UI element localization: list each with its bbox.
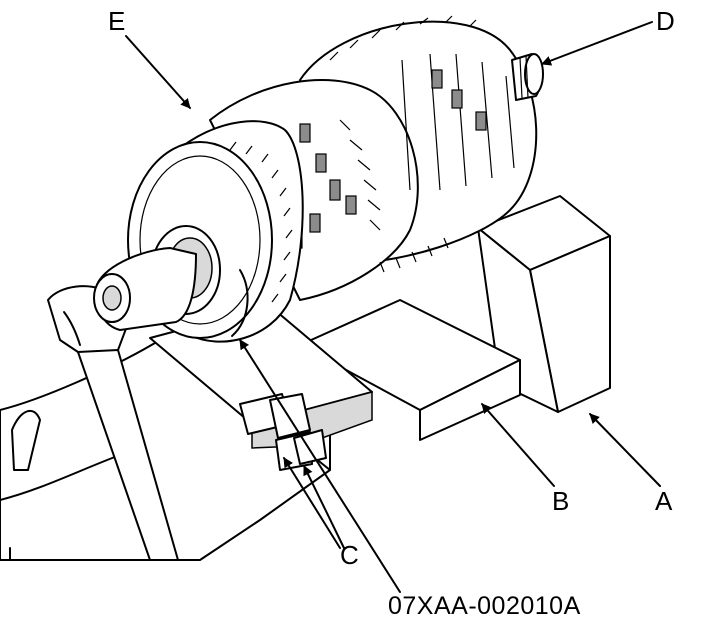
leader-snap-ring xyxy=(239,339,401,593)
leader-c-2 xyxy=(303,465,345,549)
callout-label-a: A xyxy=(655,486,673,516)
leader-c-1 xyxy=(283,457,341,549)
callout-label-c: C xyxy=(340,540,359,570)
leader-a xyxy=(589,413,661,487)
leader-e xyxy=(125,35,191,109)
callout-label-b: B xyxy=(552,486,570,516)
mainshaft-assembly xyxy=(93,15,544,343)
leader-d xyxy=(541,21,653,66)
callout-label-d: D xyxy=(656,6,675,36)
figure-id: 07XAA-002010A xyxy=(388,592,581,620)
support-plate-b xyxy=(299,299,521,441)
leader-b xyxy=(481,403,555,487)
leader-lines xyxy=(125,21,661,593)
callout-label-e: E xyxy=(108,6,126,36)
